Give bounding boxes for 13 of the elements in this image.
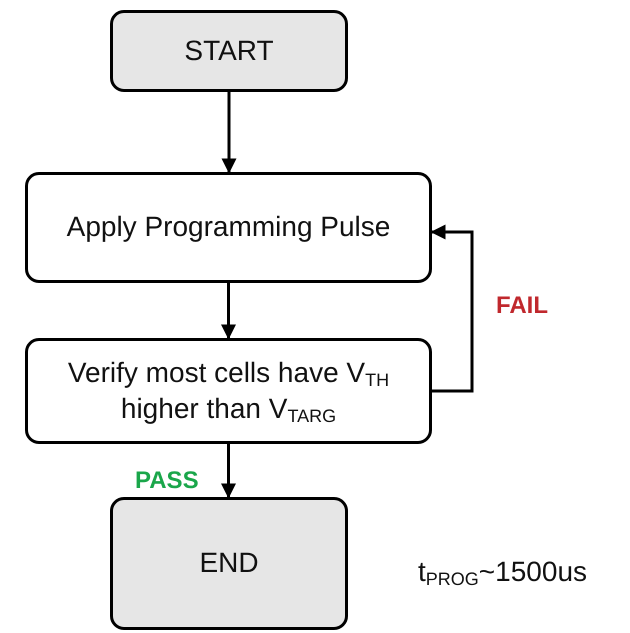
note-text: t$_{PROG}$~1500us <box>418 556 588 588</box>
node-text: START <box>184 34 274 68</box>
process-box <box>25 172 432 283</box>
terminal-box <box>110 10 348 92</box>
process-box <box>25 338 432 444</box>
arrow <box>221 444 236 498</box>
node-text: END <box>199 546 259 580</box>
terminal-box <box>110 497 348 630</box>
arrow <box>430 224 474 392</box>
node-text: Apply Programming Pulse <box>66 210 390 244</box>
arrow <box>222 92 236 174</box>
node-text: Verify most cells have V$_{TH}$ higher than V$_{TARG}$ <box>66 356 390 428</box>
arrow <box>221 283 236 340</box>
